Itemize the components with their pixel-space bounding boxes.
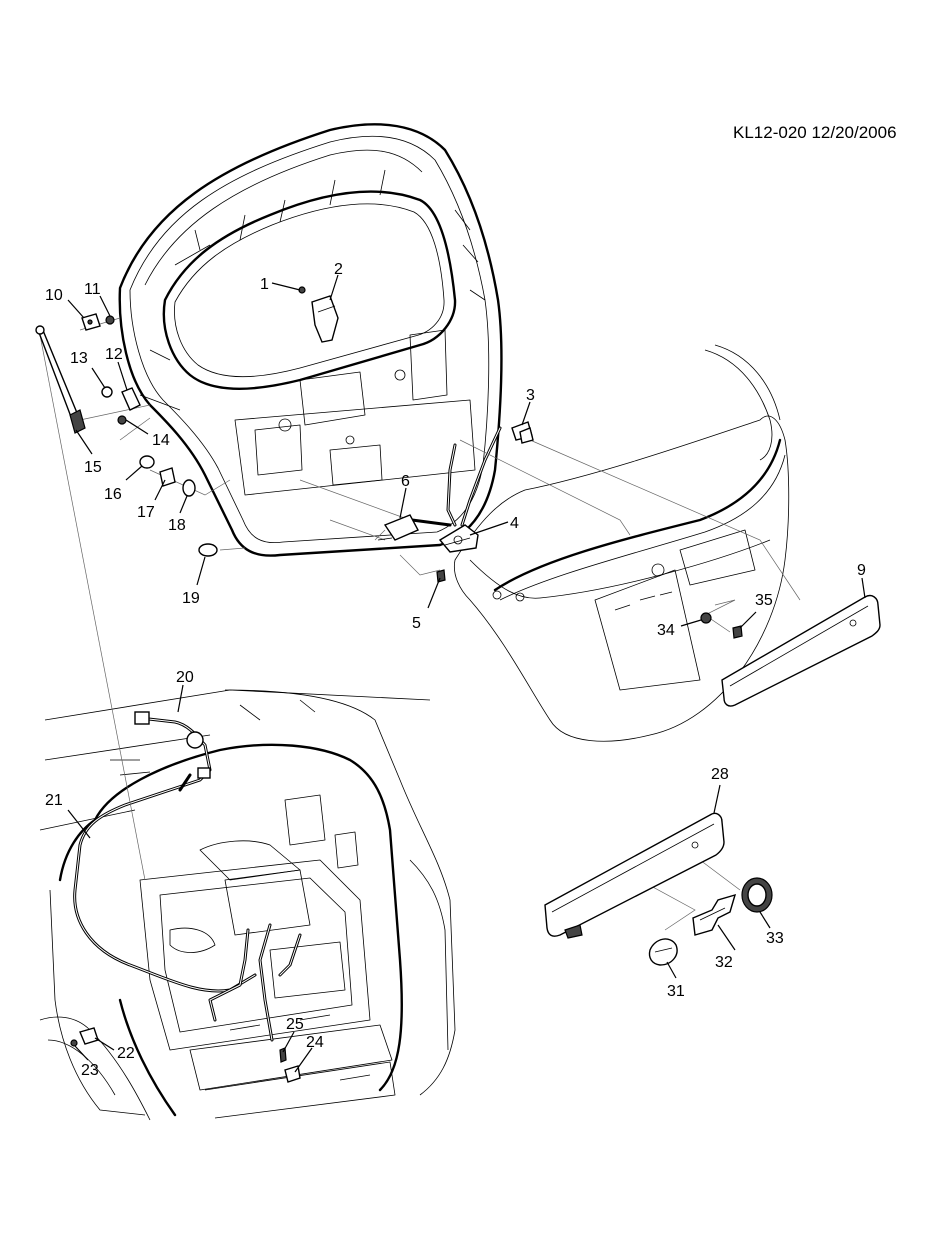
callout-17: 17: [137, 504, 155, 521]
callout-31: 31: [667, 983, 685, 1000]
callout-16: 16: [104, 486, 122, 503]
callout-28: 28: [711, 766, 729, 783]
callout-1: 1: [260, 276, 269, 293]
callout-20: 20: [176, 669, 194, 686]
callout-19: 19: [182, 590, 200, 607]
callout-21: 21: [45, 792, 63, 809]
rear-body-opening: [39, 689, 456, 1121]
liftgate-outer-panel: [453, 344, 790, 742]
callout-22: 22: [117, 1045, 135, 1062]
callout-2: 2: [334, 261, 343, 278]
callout-5: 5: [412, 615, 421, 632]
callout-33: 33: [766, 930, 784, 947]
liftgate-panel: [118, 123, 503, 557]
parts: [35, 286, 881, 1083]
callout-23: 23: [81, 1062, 99, 1079]
diagram-reference-code: KL12-020 12/20/2006: [733, 123, 897, 142]
callout-15: 15: [84, 459, 102, 476]
callout-35: 35: [755, 592, 773, 609]
callout-4: 4: [510, 515, 519, 532]
callout-9: 9: [857, 562, 866, 579]
callout-labels: 1 2 3 4 5 6 9 10 11 12 13 14 15 16 17 18…: [45, 261, 866, 1079]
callout-3: 3: [526, 387, 535, 404]
callout-24: 24: [306, 1034, 324, 1051]
callout-18: 18: [168, 517, 186, 534]
callout-12: 12: [105, 346, 123, 363]
callout-10: 10: [45, 287, 63, 304]
assembly-lines: [39, 317, 801, 931]
callout-11: 11: [84, 281, 101, 298]
callout-32: 32: [715, 954, 733, 971]
wiring-harnesses: [73, 426, 502, 1042]
callout-25: 25: [286, 1016, 304, 1033]
callout-13: 13: [70, 350, 88, 367]
callout-34: 34: [657, 622, 675, 639]
callout-leaders: [67, 274, 866, 1073]
callout-6: 6: [401, 473, 410, 490]
callout-14: 14: [152, 432, 170, 449]
